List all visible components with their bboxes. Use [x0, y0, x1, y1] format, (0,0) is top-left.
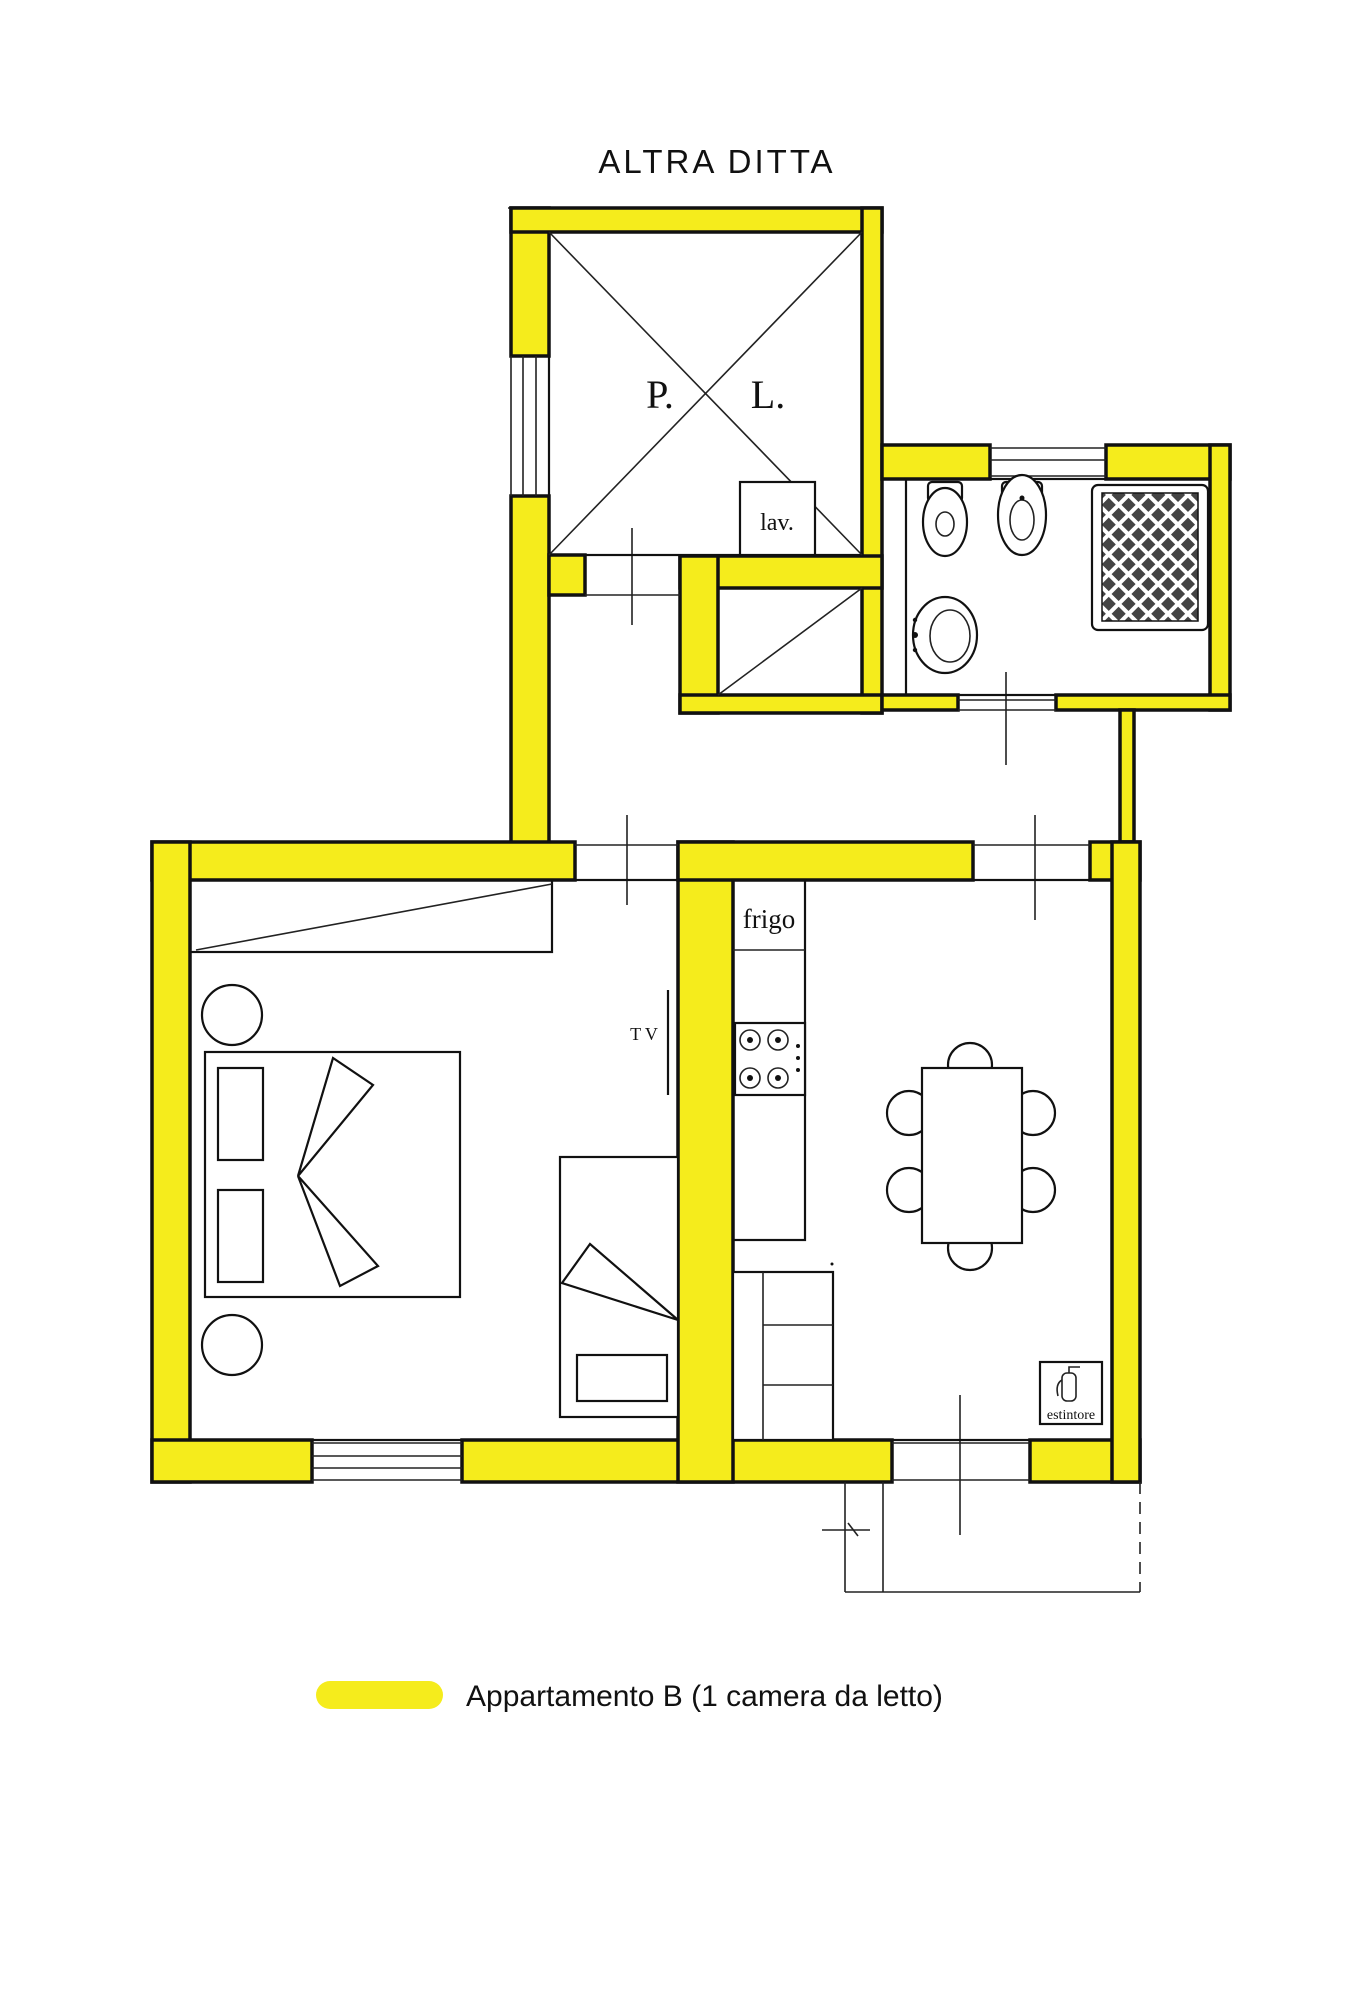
wall-bedroom-bottom-left	[150, 1438, 314, 1484]
wall-closet-left	[678, 554, 720, 715]
neighbor-label: ALTRA DITTA	[598, 143, 835, 180]
legend-text: Appartamento B (1 camera da letto)	[466, 1680, 943, 1713]
window-bedroom	[312, 1442, 462, 1481]
window-bathroom	[990, 447, 1106, 477]
living-kitchen: frigo	[731, 878, 1114, 1442]
stair-label-p: P.	[646, 372, 674, 417]
wall-bath-bottom-left	[880, 693, 960, 712]
tv: T V	[630, 990, 670, 1095]
kitchen-counter: frigo	[731, 878, 807, 1242]
wall-living-top	[676, 840, 975, 882]
stair-landing: P. L. lav.	[547, 230, 864, 557]
bidet-icon	[996, 473, 1048, 557]
bathroom	[904, 473, 1212, 697]
wall-living-right	[1110, 840, 1142, 1484]
wall-bath-bottom-right	[1054, 693, 1232, 712]
toilet-icon	[921, 480, 969, 558]
legend-swatch	[316, 1681, 443, 1709]
fridge-label: frigo	[743, 904, 795, 934]
wall-tower-left-lower	[509, 494, 551, 854]
single-bed	[558, 1155, 680, 1419]
double-bed	[203, 1050, 462, 1299]
shower-icon	[1090, 483, 1210, 632]
bedroom: T V	[188, 878, 680, 1442]
wall-stair-bottom-left	[547, 553, 587, 597]
nightstand-bottom	[200, 1313, 264, 1377]
stair-label-l: L.	[751, 372, 785, 417]
legend: Appartamento B (1 camera da letto)	[316, 1680, 943, 1713]
walls	[150, 206, 1232, 1484]
extinguisher-label: estintore	[1047, 1408, 1095, 1423]
nightstand-top	[200, 983, 264, 1047]
laundry-box	[738, 480, 817, 557]
wall-tower-top	[509, 206, 884, 234]
wall-partition	[676, 840, 735, 1484]
tv-label: T V	[630, 1024, 658, 1044]
wall-bath-top-left	[880, 443, 992, 481]
entry-terrace	[822, 1482, 1141, 1593]
wall-tower-right	[860, 206, 884, 715]
wall-bedroom-left	[150, 840, 192, 1484]
laundry-label: lav.	[760, 510, 794, 536]
stove-icon	[733, 1021, 807, 1097]
dining-table	[885, 1041, 1057, 1272]
wall-closet-bottom	[678, 693, 884, 715]
closet	[716, 586, 864, 697]
fire-extinguisher-icon: estintore	[1038, 1360, 1104, 1426]
window-living	[892, 1442, 1030, 1481]
wall-corridor-right	[1118, 708, 1136, 844]
wall-bath-right	[1208, 443, 1232, 712]
sofa	[731, 1270, 835, 1442]
wall-bedroom-top	[150, 840, 577, 882]
window-stair	[510, 356, 550, 496]
wardrobe	[188, 878, 554, 954]
washbasin-icon	[911, 595, 979, 675]
